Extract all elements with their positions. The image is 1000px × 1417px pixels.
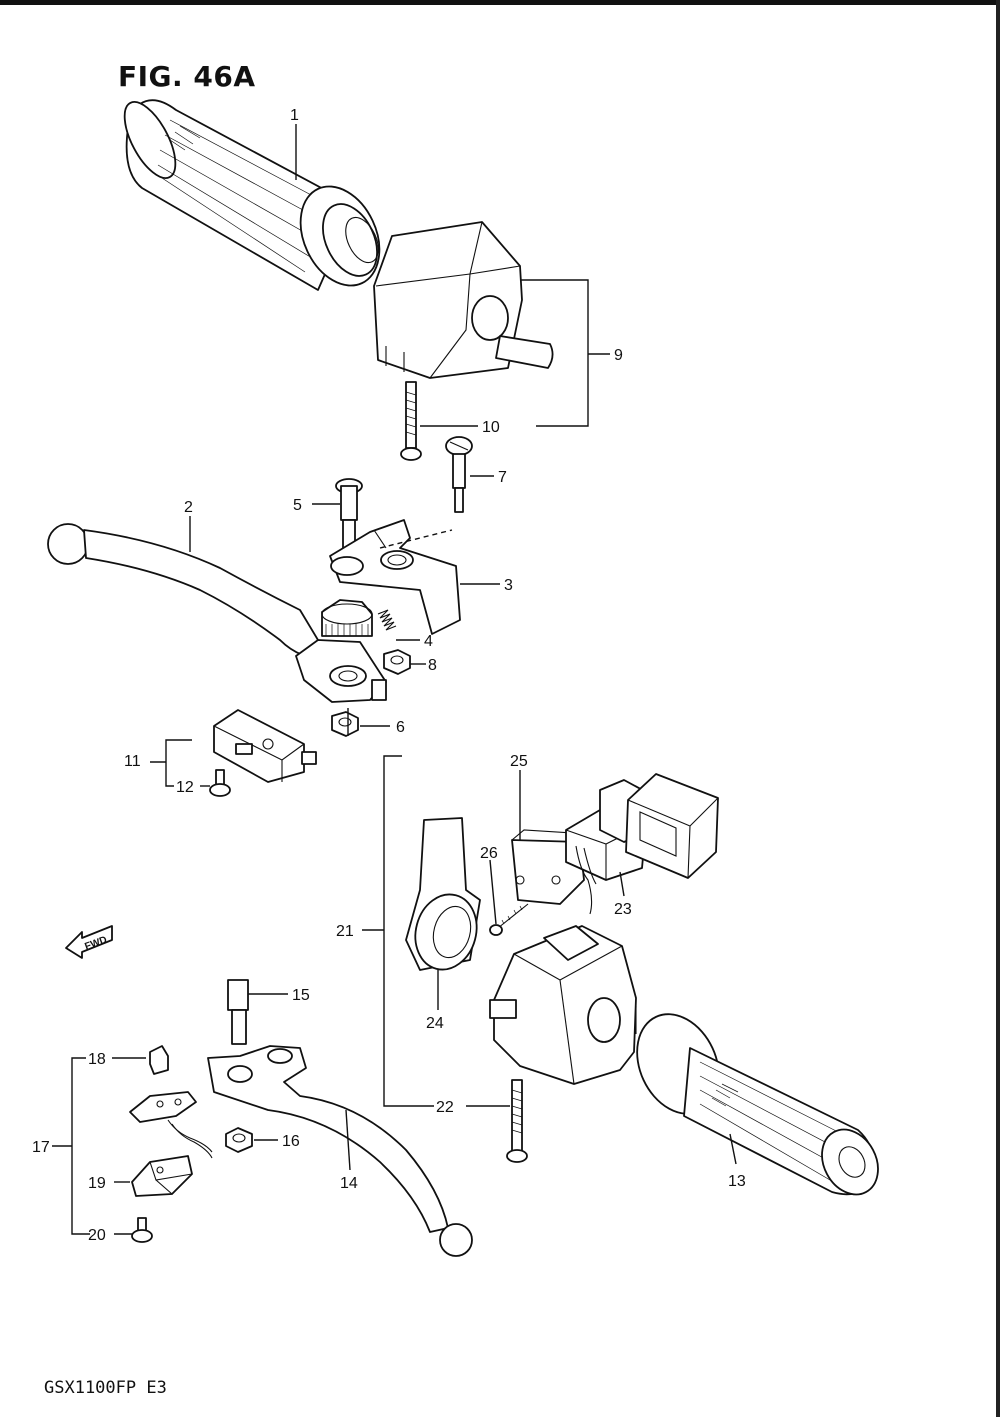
model-code: GSX1100FP E3	[44, 1378, 167, 1398]
brake-lever-2	[47, 523, 387, 703]
callout-3: 3	[504, 577, 513, 594]
callout-9: 9	[614, 347, 623, 364]
screw-7	[445, 436, 473, 513]
callout-17: 17	[32, 1139, 50, 1156]
plug-18	[149, 1045, 169, 1075]
screw-22	[506, 1079, 528, 1163]
nut-8	[383, 649, 411, 675]
callout-19: 19	[88, 1175, 106, 1192]
nut-6	[331, 711, 359, 737]
leader-lines	[52, 124, 737, 1235]
switch-body-19	[131, 1155, 193, 1197]
callout-6: 6	[396, 719, 405, 736]
screw-10	[400, 381, 422, 461]
callout-numbers: 1 2 3 4 5 6 7 8 9 10 11 12 13 14 15 16 1…	[32, 107, 746, 1244]
callout-1: 1	[290, 107, 299, 124]
callout-11: 11	[124, 753, 141, 770]
clutch-lever-14	[207, 1045, 473, 1257]
callout-2: 2	[184, 499, 193, 516]
bolt-15	[227, 979, 249, 1045]
spring-4	[377, 609, 397, 631]
left-switch-housing	[373, 221, 554, 379]
reservoir-cap	[321, 599, 373, 637]
callout-16: 16	[282, 1133, 300, 1150]
callout-14: 14	[340, 1175, 358, 1192]
callout-21: 21	[336, 923, 354, 940]
callout-10: 10	[482, 419, 500, 436]
lever-holder-3	[329, 519, 461, 635]
callout-22: 22	[436, 1099, 454, 1116]
brake-switch-11	[213, 709, 317, 783]
callout-8: 8	[428, 657, 437, 674]
screw-26	[489, 903, 529, 936]
callout-20: 20	[88, 1227, 106, 1244]
screw-20	[131, 1217, 153, 1243]
scan-border-top	[0, 0, 1000, 5]
figure-title: FIG. 46A	[118, 60, 256, 93]
left-grip	[123, 99, 381, 291]
callout-7: 7	[498, 469, 507, 486]
callout-5: 5	[293, 497, 302, 514]
callout-12: 12	[176, 779, 194, 796]
right-grip	[636, 1013, 879, 1196]
callout-18: 18	[88, 1051, 106, 1068]
connector-boot	[625, 773, 719, 879]
scan-border-right	[996, 0, 1000, 1417]
callout-13: 13	[728, 1173, 746, 1190]
right-switch-housing	[489, 925, 637, 1085]
callout-23: 23	[614, 901, 632, 918]
fwd-arrow-icon: FWD	[65, 925, 113, 959]
callout-25: 25	[510, 753, 528, 770]
callout-24: 24	[426, 1015, 444, 1032]
callout-15: 15	[292, 987, 310, 1004]
throttle-pulley-24	[405, 817, 481, 971]
clutch-switch-17	[129, 1091, 213, 1159]
screw-12	[209, 769, 231, 797]
bolt-5	[335, 478, 363, 551]
nut-16	[225, 1127, 253, 1153]
callout-4: 4	[424, 633, 433, 650]
callout-26: 26	[480, 845, 498, 862]
